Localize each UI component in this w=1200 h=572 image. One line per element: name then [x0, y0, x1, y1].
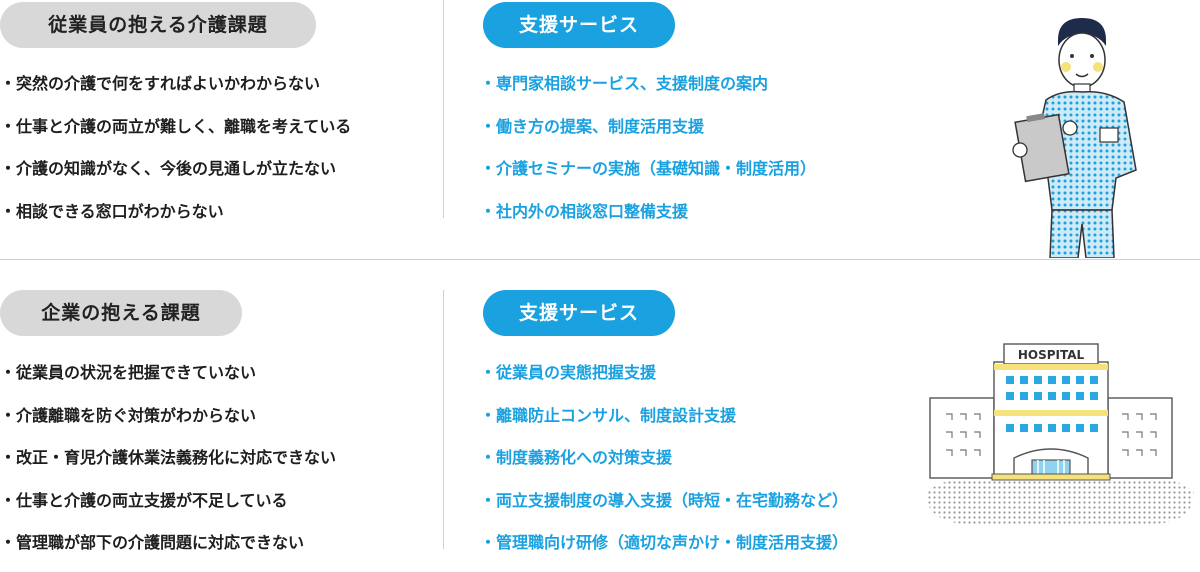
divider-vertical	[443, 290, 444, 549]
list-item: ・両立支援制度の導入支援（時短・在宅勤務など）	[480, 490, 849, 510]
section-divider	[0, 259, 1200, 260]
list-item: ・改正・育児介護休業法義務化に対応できない	[0, 448, 337, 467]
list-item: ・専門家相談サービス、支援制度の案内	[480, 74, 769, 93]
company-issues-title: 企業の抱える課題	[0, 290, 242, 336]
list-item: ・働き方の提案、制度活用支援	[480, 116, 705, 136]
list-item: ・制度義務化への対策支援	[480, 448, 673, 467]
list-item: ・離職防止コンサル、制度設計支援	[480, 405, 737, 425]
list-item: ・社内外の相談窓口整備支援	[480, 201, 689, 221]
list-item: ・介護の知識がなく、今後の見通しが立たない	[0, 159, 337, 178]
employee-issues-list: ・突然の介護で何をすればよいかわからない ・仕事と介護の両立が難しく、離職を考え…	[0, 70, 351, 240]
list-item: ・仕事と介護の両立支援が不足している	[0, 490, 288, 510]
company-issues-list: ・従業員の状況を把握できていない ・介護離職を防ぐ対策がわからない ・改正・育児…	[0, 359, 336, 572]
list-item: ・従業員の実態把握支援	[480, 363, 657, 382]
list-item: ・管理職向け研修（適切な声かけ・制度活用支援）	[480, 533, 849, 552]
divider-vertical	[443, 0, 444, 218]
support-services-list: ・専門家相談サービス、支援制度の案内 ・働き方の提案、制度活用支援 ・介護セミナ…	[480, 70, 816, 240]
list-item: ・従業員の状況を把握できていない	[0, 363, 257, 382]
list-item: ・突然の介護で何をすればよいかわからない	[0, 74, 321, 93]
list-item: ・介護セミナーの実施（基礎知識・制度活用）	[480, 159, 817, 178]
hospital-illustration: HOSPITAL	[926, 343, 1194, 525]
employee-issues-title: 従業員の抱える介護課題	[0, 2, 316, 48]
support-services-title: 支援サービス	[483, 2, 675, 48]
support-services-list: ・従業員の実態把握支援 ・離職防止コンサル、制度設計支援 ・制度義務化への対策支…	[480, 359, 848, 572]
list-item: ・介護離職を防ぐ対策がわからない	[0, 405, 257, 425]
support-services-title: 支援サービス	[483, 290, 675, 336]
hospital-sign: HOSPITAL	[1018, 348, 1085, 362]
list-item: ・管理職が部下の介護問題に対応できない	[0, 533, 305, 552]
caregiver-illustration	[1012, 18, 1137, 258]
list-item: ・仕事と介護の両立が難しく、離職を考えている	[0, 116, 352, 136]
list-item: ・相談できる窓口がわからない	[0, 201, 224, 221]
